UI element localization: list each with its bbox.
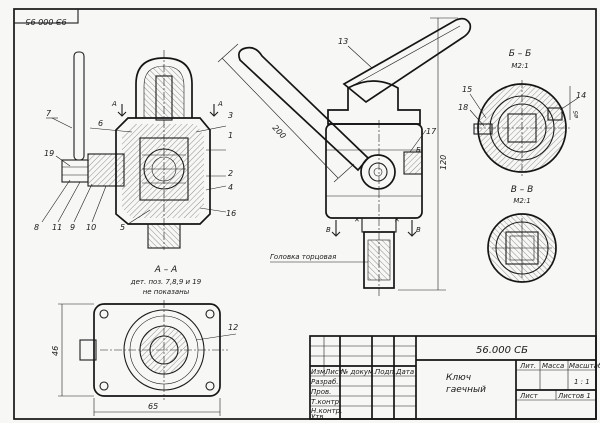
section-mark-v-left: В — [326, 226, 331, 234]
section-vv-title: В – В — [511, 185, 534, 195]
section-vv-scale: М2:1 — [513, 197, 530, 205]
upper-cap — [327, 80, 421, 125]
label-part-15: 15 — [462, 85, 472, 94]
label-part-19: 19 — [44, 149, 54, 158]
label-part-11: 11 — [52, 223, 62, 232]
svg-text:9Э 000 95: 9Э 000 95 — [25, 17, 66, 26]
front-view: ✕ ✕ — [238, 17, 472, 296]
dim-label-46: 46 — [51, 346, 60, 356]
dim-label-d5: ø5 — [573, 110, 580, 119]
socket-head-callout: Головка торцовая — [270, 253, 336, 261]
label-part-3: 3 — [228, 111, 233, 120]
section-mark-a-left: А — [111, 100, 117, 108]
row-utv: Утв. — [311, 413, 326, 421]
plan-view — [79, 300, 237, 400]
title-block — [309, 335, 597, 420]
section-aa-note-line2: не показаны — [143, 288, 190, 296]
label-part-4: 4 — [228, 183, 233, 192]
title-col-mass: Масса — [542, 362, 564, 370]
row-data: Дата — [395, 368, 414, 376]
section-bb-view — [473, 80, 570, 176]
section-bb-scale: М2:1 — [511, 62, 528, 70]
label-part-12: 12 — [228, 323, 238, 332]
section-mark-a-right: А — [217, 100, 223, 108]
label-part-10: 10 — [86, 223, 96, 232]
pivot-eye — [360, 154, 396, 190]
row-ndoc: № докум. — [340, 368, 376, 376]
label-part-7: 7 — [46, 109, 52, 118]
section-mark-v-right: В — [416, 226, 421, 234]
leaders-center — [270, 45, 427, 263]
svg-text:✕: ✕ — [394, 216, 400, 224]
row-izm: Изм. — [311, 368, 327, 376]
dim-label-200: 200 — [271, 123, 288, 140]
title-name-line1: Ключ — [446, 373, 471, 383]
section-vv-view — [487, 213, 557, 283]
section-aa-note-line1: дет. поз. 7,8,9 и 19 — [130, 278, 202, 286]
label-part-5: 5 — [120, 223, 125, 232]
row-prov: Пров. — [311, 388, 331, 396]
row-razrab: Разраб. — [311, 378, 339, 386]
title-name-line2: гаечный — [446, 385, 486, 395]
svg-text:✕: ✕ — [354, 216, 360, 224]
lever-handle — [342, 17, 472, 104]
handle-bar — [73, 51, 85, 161]
angled-arm — [238, 46, 370, 172]
section-aa-view — [61, 50, 219, 250]
row-tkontr: Т.контр. — [311, 398, 341, 406]
label-part-2: 2 — [228, 169, 233, 178]
label-part-16: 16 — [226, 209, 236, 218]
label-part-6: 6 — [98, 119, 103, 128]
row-list: Лист — [324, 368, 344, 376]
document-stamp: 9Э 000 95 — [13, 8, 79, 26]
title-scale-value: 1 : 1 — [574, 378, 590, 386]
dimension-46 — [58, 303, 94, 397]
label-part-1: 1 — [228, 131, 233, 140]
leaders-bb — [469, 86, 579, 127]
label-part-8: 8 — [34, 223, 39, 232]
section-aa-title: А – А — [154, 265, 178, 275]
section-bb-title: Б – Б — [509, 49, 532, 59]
title-col-scale: Масштаб — [569, 362, 600, 370]
title-doc-number: 56.000 СБ — [476, 345, 528, 356]
title-col-lit: Лит. — [519, 362, 536, 370]
dimension-200 — [217, 43, 355, 183]
row-nkontr: Н.контр. — [311, 407, 342, 415]
dim-label-65: 65 — [148, 402, 158, 411]
title-sheets-count: Листов 1 — [557, 392, 591, 400]
dimension-120 — [398, 17, 458, 291]
sheet-frame — [13, 8, 597, 420]
label-part-18: 18 — [458, 103, 468, 112]
label-part-13: 13 — [338, 37, 348, 46]
section-mark-b: Б — [416, 146, 421, 154]
title-sheet: Лист — [519, 392, 539, 400]
leaders-left — [41, 117, 227, 225]
row-podp: Подп. — [375, 368, 396, 376]
label-part-9: 9 — [70, 223, 75, 232]
dimension-65 — [93, 398, 221, 416]
dim-label-120: 120 — [439, 155, 448, 170]
label-part-17: 17 — [426, 127, 437, 136]
label-part-14: 14 — [576, 91, 586, 100]
